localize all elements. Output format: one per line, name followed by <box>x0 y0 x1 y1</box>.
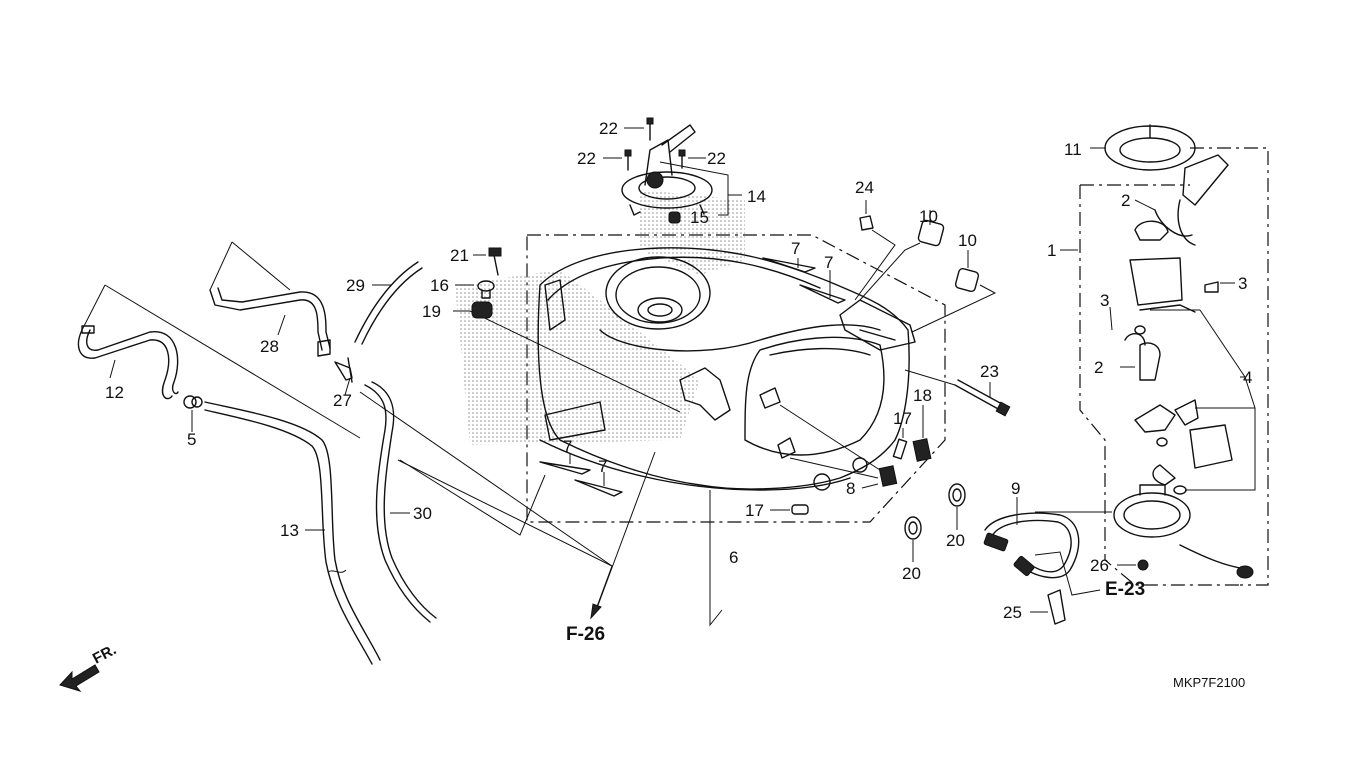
fuel-cap-14 <box>621 124 713 216</box>
callout-15: 15 <box>690 208 709 227</box>
callout-28: 28 <box>260 337 279 356</box>
callout-22b: 22 <box>577 149 596 168</box>
nut-26 <box>1117 559 1149 571</box>
callout-6: 6 <box>729 548 738 567</box>
hose-13 <box>204 401 381 665</box>
callout-20a: 20 <box>946 531 965 550</box>
callout-16: 16 <box>430 276 449 295</box>
cushion-17b <box>770 504 809 515</box>
fuel-feed-hose-9 <box>983 497 1112 596</box>
ref-e23: E-23 <box>1105 579 1145 600</box>
callout-3a: 3 <box>1238 274 1247 293</box>
fuel-pump-frame <box>1060 147 1269 586</box>
callout-27: 27 <box>333 391 352 410</box>
callout-4: 4 <box>1243 368 1252 387</box>
cushion-20a <box>948 483 966 530</box>
f26-arrow <box>590 451 656 620</box>
watermark-dots <box>455 190 745 445</box>
hose-29 <box>354 261 423 345</box>
callout-11: 11 <box>1064 140 1082 159</box>
bolt-21 <box>473 247 502 276</box>
callout-24: 24 <box>855 178 874 197</box>
callout-7a: 7 <box>791 239 800 258</box>
tank-group-outline <box>526 234 946 523</box>
bolts-22 <box>603 117 742 216</box>
callout-14: 14 <box>747 187 766 206</box>
ref-f26: F-26 <box>566 624 605 645</box>
clamp-5 <box>183 395 203 409</box>
callout-10b: 10 <box>958 231 977 250</box>
cushion-17a <box>892 428 908 460</box>
cushion-18 <box>779 404 932 473</box>
nut-24 <box>854 200 896 301</box>
callout-29: 29 <box>346 276 365 295</box>
callout-7c: 7 <box>563 437 572 456</box>
rubber-strips-7 <box>539 257 846 497</box>
setting-plate-11 <box>1090 124 1196 171</box>
pump-base-plate <box>1113 484 1254 579</box>
hose-30 <box>364 381 437 623</box>
callout-23: 23 <box>980 362 999 381</box>
callout-17b: 17 <box>745 501 764 520</box>
callout-5: 5 <box>187 430 196 449</box>
damper-10b <box>859 242 997 333</box>
callout-2a: 2 <box>1121 191 1130 210</box>
pump-leaders <box>1109 199 1256 491</box>
callout-10a: 10 <box>919 207 938 226</box>
callout-8: 8 <box>846 479 855 498</box>
callout-13: 13 <box>280 521 299 540</box>
damper-10a <box>917 210 945 247</box>
callout-22a: 22 <box>599 119 618 138</box>
callout-1: 1 <box>1047 241 1056 260</box>
cap-nut-15 <box>668 211 681 224</box>
cushion-19 <box>471 301 493 319</box>
grommet-16 <box>455 280 495 299</box>
hose-28 <box>209 287 331 357</box>
hose-12 <box>77 325 179 400</box>
callout-numbers: 1 2 2 3 3 4 5 6 7 7 7 7 8 9 10 10 11 12 … <box>105 119 1252 622</box>
callout-12: 12 <box>105 383 124 402</box>
callout-18: 18 <box>913 386 932 405</box>
front-arrow-icon <box>59 664 100 692</box>
leader-lines <box>81 241 681 613</box>
cushion-20b <box>904 516 922 562</box>
joint-27 <box>334 357 353 383</box>
callout-7b: 7 <box>824 253 833 272</box>
bolt-23 <box>904 369 1011 417</box>
callout-30: 30 <box>413 504 432 523</box>
callout-7d: 7 <box>598 457 607 476</box>
callout-20b: 20 <box>902 564 921 583</box>
callout-21: 21 <box>450 246 469 265</box>
callout-19: 19 <box>422 302 441 321</box>
fuel-pump-1 <box>1124 154 1233 495</box>
callout-26: 26 <box>1090 556 1109 575</box>
callout-9: 9 <box>1011 479 1020 498</box>
callout-22c: 22 <box>707 149 726 168</box>
front-marker-label: FR. <box>90 641 119 667</box>
diagram-code: MKP7F2100 <box>1173 675 1245 690</box>
callout-3b: 3 <box>1100 291 1109 310</box>
callout-2b: 2 <box>1094 358 1103 377</box>
joint-25 <box>1030 589 1066 625</box>
callout-25: 25 <box>1003 603 1022 622</box>
callout-17a: 17 <box>893 409 912 428</box>
fuel-tank-6 <box>537 247 916 627</box>
cushion-8 <box>789 457 898 489</box>
